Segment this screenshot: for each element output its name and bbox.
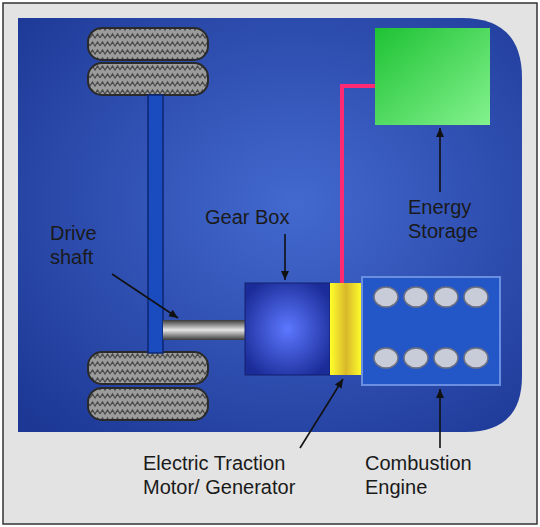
gear-box <box>245 283 330 375</box>
part-label: Gear Box <box>205 206 289 230</box>
drive-shaft <box>163 320 247 340</box>
energy-storage <box>375 28 490 125</box>
part-label: Combustion Engine <box>365 452 485 499</box>
leader-arrows <box>112 128 440 448</box>
panel <box>3 3 537 524</box>
vehicle-body <box>18 18 522 432</box>
part-label: Drive shaft <box>50 222 125 269</box>
part-label: Electric Traction Motor/ Generator <box>143 452 323 499</box>
tires <box>88 28 208 420</box>
power-wire <box>342 86 375 283</box>
motor-generator <box>330 283 362 375</box>
axle <box>148 95 163 353</box>
combustion-engine <box>362 277 500 385</box>
part-label: Energy Storage <box>408 196 493 243</box>
